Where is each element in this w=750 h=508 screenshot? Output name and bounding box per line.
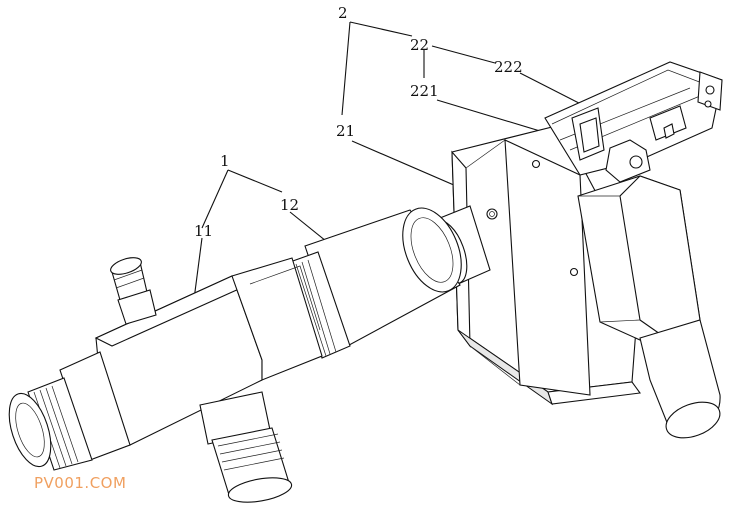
- label-12: 12: [280, 196, 299, 214]
- main-body-11: [8, 257, 323, 471]
- part-labels: 2 22 222 221 21 1 12 11: [194, 4, 523, 240]
- label-22: 22: [410, 36, 429, 54]
- label-2: 2: [338, 4, 348, 22]
- label-222: 222: [494, 58, 523, 76]
- bracket-sensor: [544, 61, 723, 183]
- top-nozzle: [110, 257, 157, 325]
- watermark: PV001.COM: [34, 474, 126, 492]
- label-11: 11: [194, 222, 213, 240]
- label-1: 1: [220, 152, 230, 170]
- block-housing: [577, 175, 721, 439]
- label-21: 21: [336, 122, 355, 140]
- lower-outlet: [199, 391, 293, 503]
- cylinder-12: [289, 207, 462, 359]
- label-221: 221: [410, 82, 439, 100]
